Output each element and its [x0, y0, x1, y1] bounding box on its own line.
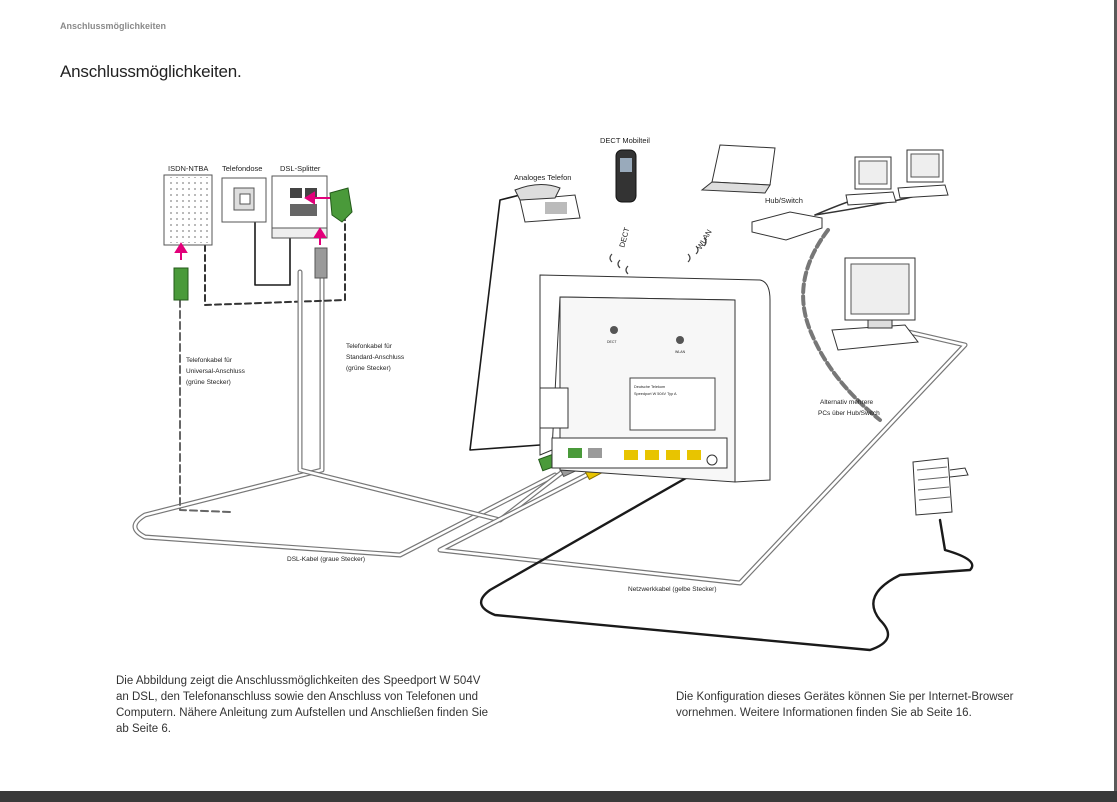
analog-phone — [514, 184, 581, 223]
label-cable-standard-1: Telefonkabel für — [346, 343, 393, 350]
description-left: Die Abbildung zeigt die Anschlussmöglich… — [116, 675, 489, 735]
green-plug — [329, 187, 353, 223]
router-label-line1: Deutsche Telekom — [634, 385, 665, 389]
label-dect-handset: DECT Mobilteil — [600, 136, 650, 145]
label-cable-universal-1: Telefonkabel für — [186, 357, 233, 364]
laptop — [700, 144, 776, 194]
dect-handset — [615, 149, 637, 203]
phone-cable-universal — [179, 299, 231, 513]
label-hub-switch: Hub/Switch — [765, 196, 803, 205]
hub-switch — [751, 211, 823, 241]
label-dsl-splitter: DSL-Splitter — [280, 164, 321, 173]
power-cable — [480, 468, 974, 652]
phone-cable-standard — [297, 269, 568, 523]
label-alt-pcs-1: Alternativ mehrere — [820, 399, 873, 406]
dsl-splitter-device — [271, 175, 328, 239]
dsl-cable — [132, 269, 558, 558]
pc-small-1 — [845, 156, 897, 206]
pc-small-2 — [897, 149, 949, 199]
wireless-waves — [609, 237, 707, 275]
label-dsl-cable: DSL-Kabel (graue Stecker) — [287, 556, 365, 563]
pc-large — [831, 257, 919, 351]
label-alt-pcs-2: PCs über Hub/Switch — [818, 410, 880, 417]
label-cable-standard-3: (grüne Stecker) — [346, 365, 391, 372]
router-wlan-label: WLAN — [675, 350, 686, 354]
label-isdn-ntba: ISDN-NTBA — [168, 164, 208, 173]
bottom-bar — [0, 791, 1117, 802]
label-cable-universal-3: (grüne Stecker) — [186, 379, 231, 386]
label-cable-universal-2: Universal-Anschluss — [186, 368, 246, 375]
power-adapter — [912, 457, 969, 516]
label-wlan-wave: WLAN — [695, 228, 714, 251]
isdn-ntba-device — [163, 174, 213, 246]
router-label-line2: Speedport W 504V Typ A — [634, 392, 677, 396]
label-telefondose: Telefondose — [222, 164, 262, 173]
label-dect-wave: DECT — [617, 226, 631, 248]
router-dect-label: DECT — [607, 340, 617, 344]
page-title: Anschlussmöglichkeiten. — [60, 62, 242, 81]
label-network-cable: Netzwerkkabel (gelbe Stecker) — [628, 586, 717, 593]
label-analog-phone: Analoges Telefon — [514, 173, 571, 182]
router — [539, 274, 771, 483]
telefondose-device — [221, 177, 267, 223]
label-cable-standard-2: Standard-Anschluss — [346, 354, 405, 361]
section-header: Anschlussmöglichkeiten — [60, 21, 167, 31]
page-edge-shadow — [1114, 0, 1117, 792]
description-right: Die Konfiguration dieses Gerätes können … — [676, 691, 1014, 719]
